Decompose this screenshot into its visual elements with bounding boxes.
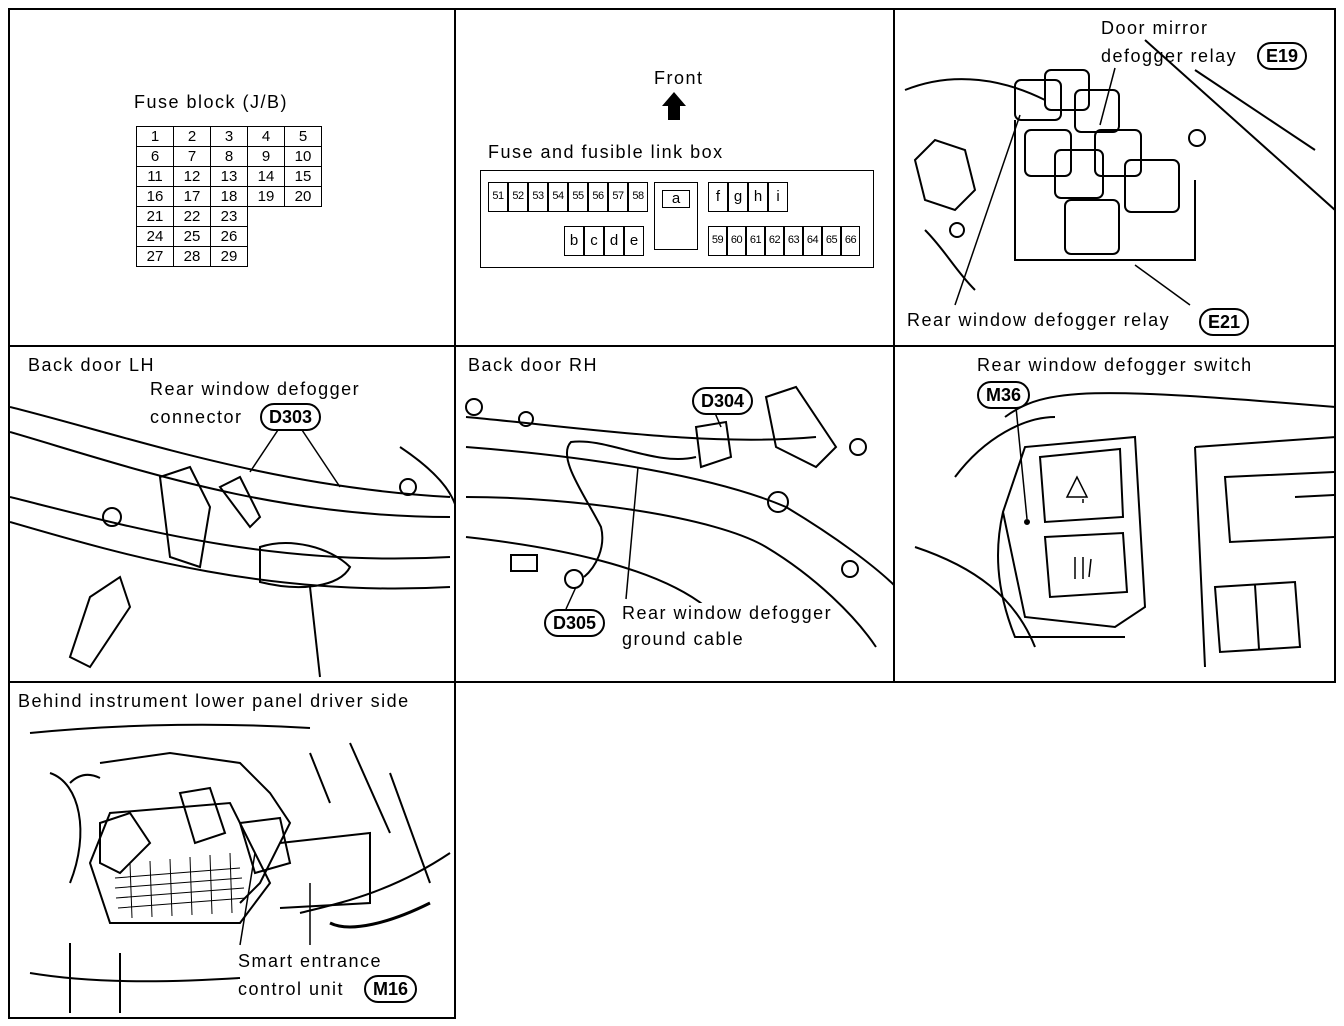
- fuse-cell: 18: [210, 186, 248, 207]
- fuse-cell: 7: [173, 146, 211, 167]
- link-box-cell: 66: [841, 226, 860, 256]
- back-door-rh-drawing: [465, 385, 893, 648]
- link-box-cell: 57: [608, 182, 628, 212]
- connector-code-m16: M16: [364, 975, 418, 1003]
- link-box-cell: 59: [708, 226, 727, 256]
- connector-code-e21: E21: [1199, 308, 1250, 336]
- fuse-cell: 19: [247, 186, 285, 207]
- front-arrow-icon: [662, 92, 686, 120]
- link-box-cell: 60: [727, 226, 746, 256]
- fuse-cell: 9: [247, 146, 285, 167]
- instrument-panel: Behind instrument lower panel driver sid…: [8, 681, 456, 1019]
- link-box-cell: 65: [822, 226, 841, 256]
- fuse-cell: 24: [136, 226, 174, 247]
- link-box-cell: 64: [803, 226, 822, 256]
- back-door-lh-label-2: connector: [150, 407, 243, 427]
- back-door-lh-title: Back door LH: [28, 355, 156, 375]
- defogger-switch-drawing: [914, 392, 1334, 668]
- connector-code-d305: D305: [544, 609, 606, 637]
- fuse-cell: 29: [210, 246, 248, 267]
- fuse-cell: 2: [173, 126, 211, 147]
- fuse-cell: 15: [284, 166, 322, 187]
- fuse-cell: 17: [173, 186, 211, 207]
- link-box-cell: f: [708, 182, 728, 212]
- connector-code-d304: D304: [692, 387, 754, 415]
- fuse-cell: 26: [210, 226, 248, 247]
- fuse-cell: 28: [173, 246, 211, 267]
- relay-panel: Door mirror defogger relay E19 Rear wind…: [893, 8, 1336, 347]
- fuse-cell: 27: [136, 246, 174, 267]
- link-box-cell: 53: [528, 182, 548, 212]
- link-box-cell-a: a: [662, 190, 690, 208]
- instrument-drawing: [29, 723, 451, 1013]
- fuse-cell: 4: [247, 126, 285, 147]
- link-box-cell: 62: [765, 226, 784, 256]
- ground-cable-label-2: ground cable: [622, 629, 745, 649]
- ground-cable-label-1: Rear window defogger: [622, 603, 833, 623]
- link-box-cell: 56: [588, 182, 608, 212]
- door-mirror-relay-label-2: defogger relay: [1101, 46, 1238, 66]
- fuse-cell: 1: [136, 126, 174, 147]
- fuse-block-title: Fuse block (J/B): [134, 92, 289, 112]
- rear-window-relay-label: Rear window defogger relay: [907, 310, 1171, 330]
- link-box-cell: h: [748, 182, 768, 212]
- link-box-cell: d: [604, 226, 624, 256]
- link-box-outline: [480, 170, 874, 268]
- defogger-switch-title: Rear window defogger switch: [977, 355, 1253, 375]
- door-mirror-relay-label-1: Door mirror: [1101, 18, 1209, 38]
- link-box-cell: 55: [568, 182, 588, 212]
- fuse-cell: 5: [284, 126, 322, 147]
- link-box-cell: 61: [746, 226, 765, 256]
- fuse-cell: 8: [210, 146, 248, 167]
- link-box-cell: b: [564, 226, 584, 256]
- link-box-cell: 58: [628, 182, 648, 212]
- connector-code-m36: M36: [977, 381, 1031, 409]
- link-box-cell: 52: [508, 182, 528, 212]
- link-box-cell: 51: [488, 182, 508, 212]
- back-door-rh-panel: Back door RH D304 D305 Rear window defog…: [454, 345, 895, 683]
- back-door-lh-drawing: [10, 406, 454, 678]
- link-box-cell: 54: [548, 182, 568, 212]
- instrument-title: Behind instrument lower panel driver sid…: [18, 691, 410, 711]
- relay-drawing: [904, 39, 1334, 306]
- connector-code-e19: E19: [1257, 42, 1308, 70]
- back-door-rh-title: Back door RH: [468, 355, 599, 375]
- fuse-cell: 20: [284, 186, 322, 207]
- back-door-lh-panel: Back door LH Rear window defogger connec…: [8, 345, 456, 683]
- link-box-title: Fuse and fusible link box: [488, 142, 724, 162]
- front-label: Front: [654, 68, 704, 88]
- fuse-cell: 12: [173, 166, 211, 187]
- smart-entrance-label-2: control unit: [238, 979, 345, 999]
- fuse-cell: 3: [210, 126, 248, 147]
- defogger-switch-panel: Rear window defogger switch M36: [893, 345, 1336, 683]
- connector-code-d303: D303: [260, 403, 322, 431]
- fuse-cell: 11: [136, 166, 174, 187]
- link-box-divider: [654, 182, 698, 250]
- link-box-cell: e: [624, 226, 644, 256]
- back-door-lh-label-1: Rear window defogger: [150, 379, 361, 399]
- fuse-cell: 22: [173, 206, 211, 227]
- fuse-cell: 10: [284, 146, 322, 167]
- link-box-cell: c: [584, 226, 604, 256]
- fuse-cell: 16: [136, 186, 174, 207]
- link-box-cell: g: [728, 182, 748, 212]
- fuse-cell: 21: [136, 206, 174, 227]
- link-box-cell: 63: [784, 226, 803, 256]
- fuse-cell: 6: [136, 146, 174, 167]
- fuse-cell: 13: [210, 166, 248, 187]
- fuse-cell: 25: [173, 226, 211, 247]
- smart-entrance-label-1: Smart entrance: [238, 951, 383, 971]
- fuse-cell: 14: [247, 166, 285, 187]
- link-box-cell: i: [768, 182, 788, 212]
- fuse-cell: 23: [210, 206, 248, 227]
